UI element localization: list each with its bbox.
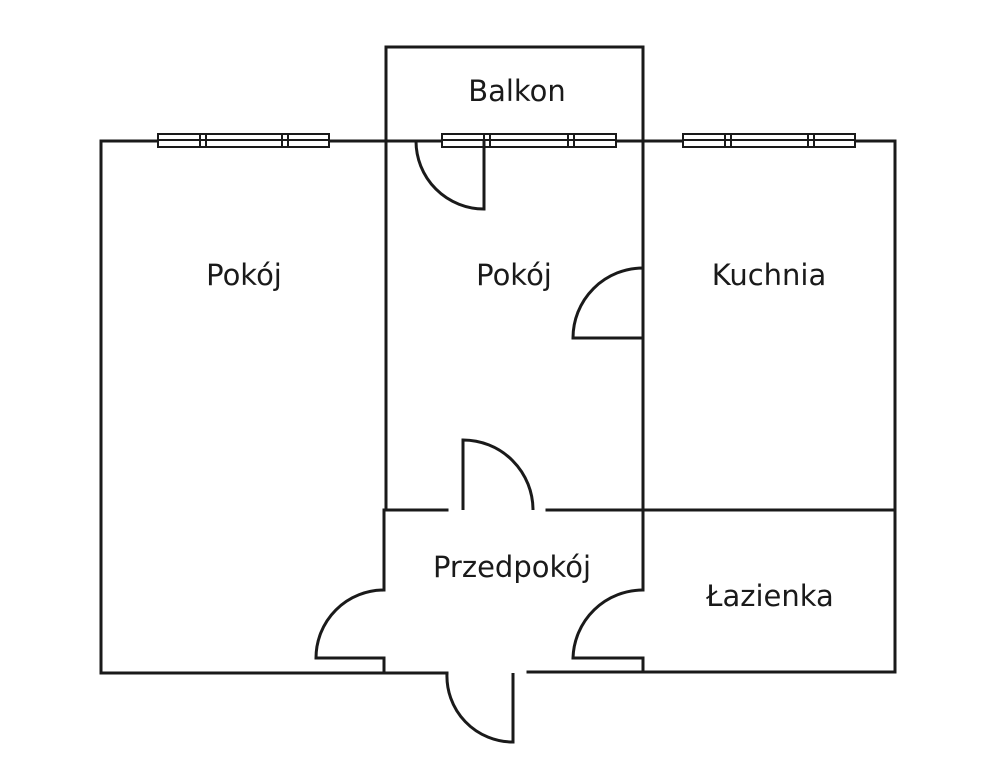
door-center-room	[461, 438, 535, 511]
door-kitchen	[571, 266, 645, 340]
door-balcony	[414, 140, 486, 211]
interior-walls	[382, 139, 897, 675]
label-hallway: Przedpokój	[433, 550, 591, 584]
label-kitchen: Kuchnia	[712, 258, 827, 292]
label-bathroom: Łazienka	[705, 579, 834, 613]
window-kitchen	[682, 133, 856, 148]
balcony-walls	[384, 45, 645, 143]
label-room-left: Pokój	[206, 258, 282, 292]
label-room-center: Pokój	[476, 258, 552, 292]
window-center	[441, 133, 617, 148]
label-balcony: Balkon	[468, 74, 566, 108]
door-left-room	[314, 588, 385, 660]
window-left	[157, 133, 330, 148]
door-entrance	[445, 672, 515, 744]
door-bathroom	[571, 588, 644, 660]
